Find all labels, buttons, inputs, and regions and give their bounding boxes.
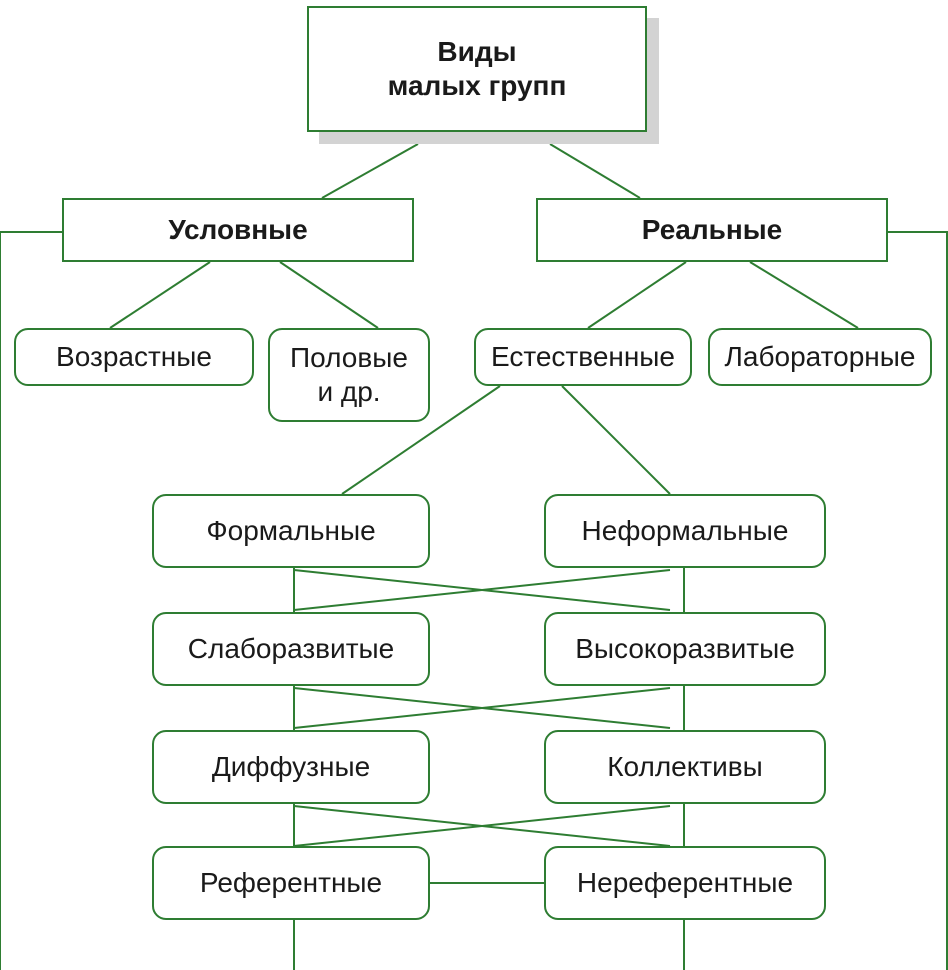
type-natural: Естественные <box>474 328 692 386</box>
category-conditional: Условные <box>62 198 414 262</box>
type-gender: Половые и др. <box>268 328 430 422</box>
type-non-referential: Нереферентные <box>544 846 826 920</box>
type-informal: Неформальные <box>544 494 826 568</box>
category-real: Реальные <box>536 198 888 262</box>
type-underdeveloped: Слаборазвитые <box>152 612 430 686</box>
type-referential: Референтные <box>152 846 430 920</box>
type-laboratory: Лабораторные <box>708 328 932 386</box>
type-collectives: Коллективы <box>544 730 826 804</box>
type-formal: Формальные <box>152 494 430 568</box>
type-highly-developed: Высокоразвитые <box>544 612 826 686</box>
root-node: Виды малых групп <box>307 6 647 132</box>
type-age: Возрастные <box>14 328 254 386</box>
type-diffuse: Диффузные <box>152 730 430 804</box>
